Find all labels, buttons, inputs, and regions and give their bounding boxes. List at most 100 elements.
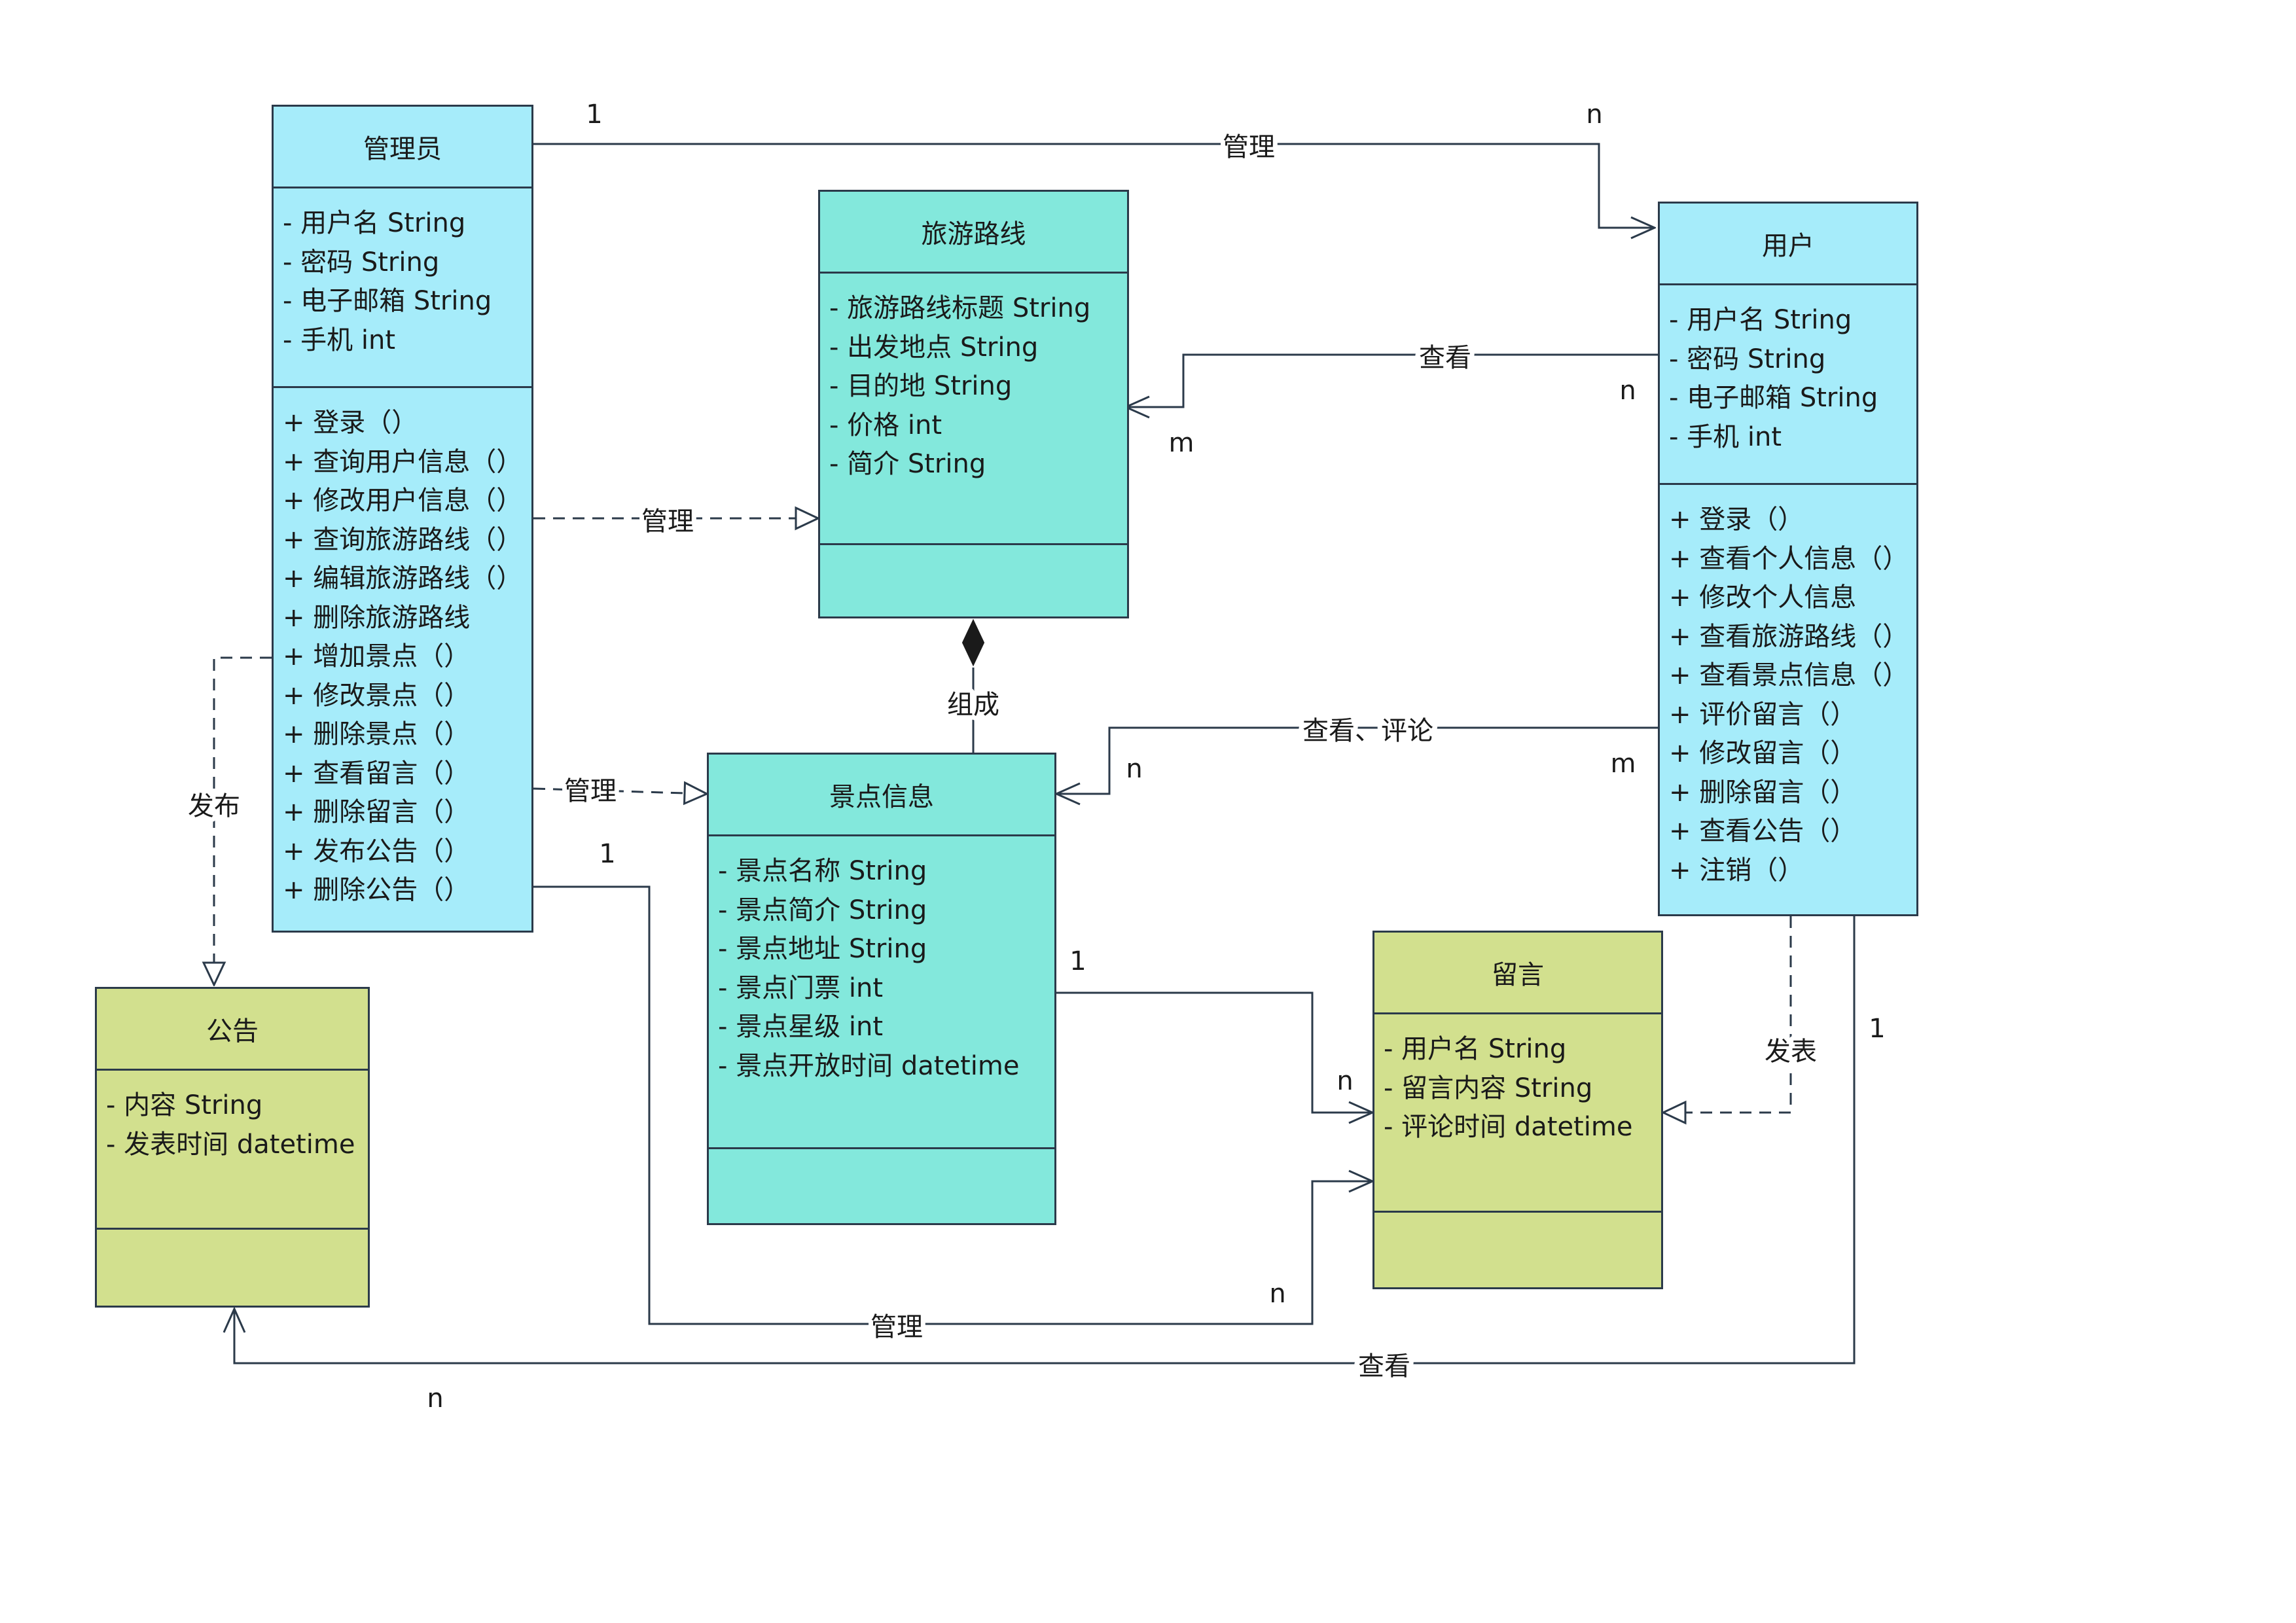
user-route-label: 查看 [1419,343,1471,373]
mult-admin-user-1: 1 [586,99,602,130]
user-message-line [1663,916,1792,1113]
mult-admin-user-n: n [1586,99,1602,130]
attribute: - 手机 int [1669,421,1782,452]
multiplicities: 1 n n m n m 1 1 n n 1 n [427,99,1885,1414]
user-notice-label: 查看 [1358,1351,1410,1382]
connector-labels: 管理 管理 查看 组成 管理 查看、评论 发布 管理 发表 查看 [183,128,1821,1386]
composition-label: 组成 [947,690,999,720]
notice-operations [97,1230,368,1245]
spot-class-name: 景点信息 [709,755,1054,836]
attribute: - 景点地址 String [718,934,927,964]
operation: + 查询用户信息（） [283,446,523,477]
attribute: - 电子邮箱 String [1669,383,1878,413]
admin-spot-label: 管理 [564,776,617,806]
attribute: - 目的地 String [829,371,1013,401]
mult-user-notice-n: n [427,1383,443,1414]
mult-spot-message-n: n [1336,1066,1353,1096]
user-spot-line [1056,726,1658,794]
user-class: 用户 - 用户名 String - 密码 String - 电子邮箱 Strin… [1658,202,1918,916]
attribute: - 用户名 String [1384,1034,1567,1064]
admin-notice-line [214,656,272,985]
user-operations: + 登录（） + 查看个人信息（） + 修改个人信息 + 查看旅游路线（） + … [1660,485,1916,890]
admin-class: 管理员 - 用户名 String - 密码 String - 电子邮箱 Stri… [272,105,533,933]
user-class-name: 用户 [1660,204,1916,285]
spot-message-line [1056,991,1372,1113]
user-message-label: 发表 [1765,1037,1817,1067]
operation: + 删除旅游路线 [283,602,471,633]
spot-attributes: - 景点名称 String - 景点简介 String - 景点地址 Strin… [709,836,1054,1149]
message-operations [1374,1213,1661,1228]
notice-attributes: - 内容 String - 发表时间 datetime [97,1071,368,1230]
attribute: - 电子邮箱 String [283,286,492,316]
admin-route-label: 管理 [641,507,694,537]
operation: + 登录（） [283,408,418,438]
operation: + 增加景点（） [283,641,471,671]
operation: + 编辑旅游路线（） [283,563,523,594]
admin-class-name: 管理员 [274,107,531,188]
attribute: - 价格 int [829,410,942,440]
operation: + 查看个人信息（） [1669,543,1909,574]
operation: + 修改个人信息 [1669,582,1857,613]
attribute: - 景点门票 int [718,972,884,1003]
operation: + 评价留言（） [1669,699,1857,730]
attribute: - 旅游路线标题 String [829,293,1091,323]
operation: + 查询旅游路线（） [283,524,523,555]
attribute: - 内容 String [106,1090,263,1120]
operation: + 删除公告（） [283,875,471,905]
attribute: - 手机 int [283,325,396,355]
admin-operations: + 登录（） + 查询用户信息（） + 修改用户信息（） + 查询旅游路线（） … [274,388,531,910]
operation: + 修改留言（） [1669,738,1857,768]
admin-message-label: 管理 [870,1312,923,1342]
message-attributes: - 用户名 String - 留言内容 String - 评论时间 dateti… [1374,1014,1661,1213]
attribute: - 景点开放时间 datetime [718,1050,1020,1081]
attribute: - 留言内容 String [1384,1073,1593,1103]
attribute: - 景点星级 int [718,1012,884,1042]
attribute: - 用户名 String [1669,305,1852,335]
operation: + 查看旅游路线（） [1669,621,1909,652]
mult-user-route-m: m [1169,428,1194,458]
user-spot-label: 查看、评论 [1302,716,1433,746]
operation: + 查看留言（） [283,758,471,789]
operation: + 删除留言（） [1669,777,1857,808]
operation: + 修改景点（） [283,680,471,711]
notice-class-name: 公告 [97,989,368,1071]
route-class-name: 旅游路线 [820,192,1127,274]
operation: + 登录（） [1669,505,1804,535]
route-class: 旅游路线 - 旅游路线标题 String - 出发地点 String - 目的地… [818,190,1129,618]
operation: + 注销（） [1669,855,1804,885]
user-route-line [1126,353,1658,407]
mult-user-route-n: n [1619,376,1636,406]
mult-spot-message-1: 1 [1069,946,1086,976]
mult-admin-message-n: n [1269,1279,1285,1309]
attribute: - 用户名 String [283,208,466,238]
mult-user-spot-n: n [1126,754,1142,784]
message-class-name: 留言 [1374,933,1661,1014]
attribute: - 密码 String [283,247,440,277]
attribute: - 发表时间 datetime [106,1129,355,1160]
attribute: - 景点简介 String [718,895,927,925]
attribute: - 出发地点 String [829,332,1039,363]
admin-spot-line [533,789,707,794]
spot-operations [709,1149,1054,1165]
operation: + 查看公告（） [1669,816,1857,846]
admin-notice-label: 发布 [188,791,240,821]
operation: + 发布公告（） [283,836,471,866]
spot-class: 景点信息 - 景点名称 String - 景点简介 String - 景点地址 … [707,753,1056,1225]
attribute: - 评论时间 datetime [1384,1112,1633,1142]
operation: + 删除景点（） [283,719,471,749]
operation: + 删除留言（） [283,797,471,827]
attribute: - 简介 String [829,449,986,479]
route-attributes: - 旅游路线标题 String - 出发地点 String - 目的地 Stri… [820,274,1127,545]
mult-user-notice-1: 1 [1869,1014,1885,1044]
operation: + 修改用户信息（） [283,486,523,516]
message-class: 留言 - 用户名 String - 留言内容 String - 评论时间 dat… [1372,931,1663,1289]
admin-attributes: - 用户名 String - 密码 String - 电子邮箱 String -… [274,188,531,388]
user-attributes: - 用户名 String - 密码 String - 电子邮箱 String -… [1660,285,1916,485]
admin-user-line [533,143,1655,228]
operation: + 查看景点信息（） [1669,660,1909,690]
mult-admin-message-1: 1 [599,839,615,869]
user-notice-line [234,916,1856,1364]
admin-message-line [533,885,1372,1325]
